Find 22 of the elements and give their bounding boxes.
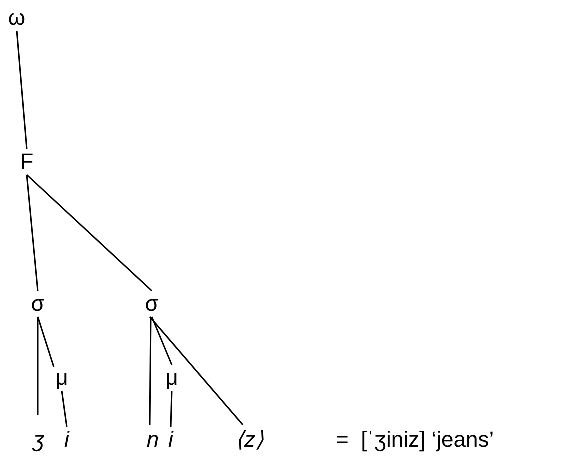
segment-label: i xyxy=(64,429,70,451)
segment-label: ʒ xyxy=(34,429,44,451)
tree-branch xyxy=(16,30,28,150)
tree-branch xyxy=(149,316,244,426)
tree-branch xyxy=(26,174,39,292)
segment-label: n xyxy=(146,429,160,451)
segment-label: i xyxy=(168,429,174,451)
prosodic-node-label: σ xyxy=(145,293,159,315)
tree-branch xyxy=(26,174,153,292)
prosodic-node-label: σ xyxy=(31,293,45,315)
prosodic-node-label: μ xyxy=(166,367,178,389)
tree-branch xyxy=(149,317,152,425)
tree-branch xyxy=(61,390,68,428)
prosodic-node-label: F xyxy=(20,151,34,173)
transcription-gloss: = [ˈʒiniz] ‘jeans’ xyxy=(336,429,494,451)
prosodic-node-label: μ xyxy=(56,367,68,389)
tree-branch xyxy=(170,390,173,428)
tree-branch xyxy=(37,317,39,415)
tree-branch xyxy=(151,316,173,366)
tree-branch xyxy=(37,316,55,368)
segment-label: ⟨z⟩ xyxy=(236,429,264,451)
prosodic-node-label: ω xyxy=(8,7,26,29)
